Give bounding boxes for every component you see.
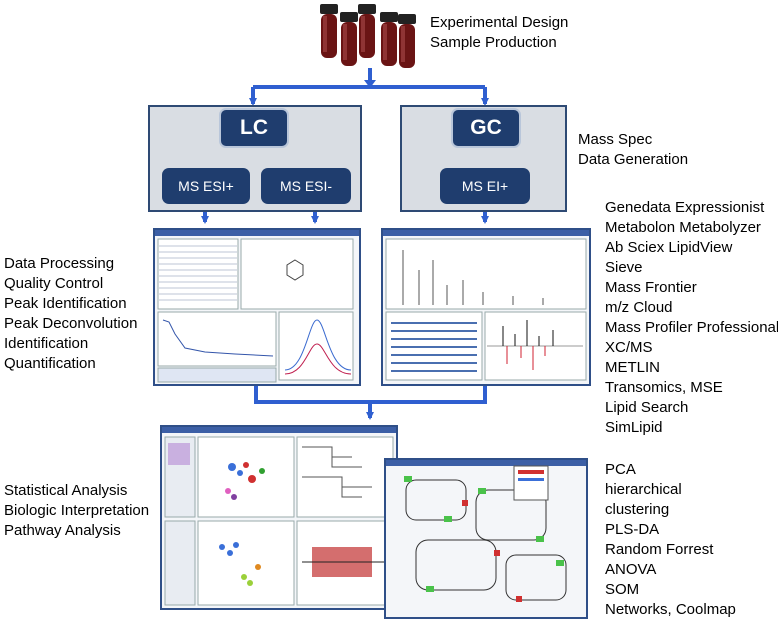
method-item: PCA [605, 461, 636, 478]
statistics-item: Biologic Interpretation [4, 502, 150, 519]
software-item: m/z Cloud [605, 299, 673, 316]
processing-item: Data Processing [4, 255, 115, 272]
method-item: ANOVA [605, 561, 657, 578]
software-item: Genedata Expressionist [605, 199, 765, 216]
software-item: METLIN [605, 359, 661, 376]
software-item: Mass Profiler Professional [605, 319, 778, 336]
processing-item: Quantification [4, 355, 96, 372]
software-item: Metabolon Metabolyzer [605, 219, 761, 236]
gc-node: GC [451, 108, 521, 148]
software-item: Sieve [605, 259, 643, 276]
processing-list: Data Processing Quality Control Peak Ide… [4, 254, 137, 374]
method-item: Networks, Coolmap [605, 601, 736, 618]
method-item: PLS-DA [605, 521, 660, 538]
software-list: Genedata Expressionist Metabolon Metabol… [605, 198, 778, 438]
processing-item: Peak Identification [4, 295, 127, 312]
pathway-screenshot [384, 458, 588, 619]
processing-item: Identification [4, 335, 89, 352]
software-item: Lipid Search [605, 399, 689, 416]
software-item: SimLipid [605, 419, 663, 436]
statistics-screenshot [160, 425, 398, 610]
ms-esi-neg-node: MS ESI- [261, 168, 351, 204]
statistics-item: Pathway Analysis [4, 522, 121, 539]
method-item: Random Forrest [605, 541, 714, 558]
processing-item: Peak Deconvolution [4, 315, 138, 332]
software-item: Transomics, MSE [605, 379, 723, 396]
gc-processing-screenshot [381, 228, 591, 386]
methods-list: PCA hierarchical clustering PLS-DA Rando… [605, 460, 736, 620]
method-item: clustering [605, 501, 670, 518]
lc-node: LC [219, 108, 289, 148]
statistics-list: Statistical Analysis Biologic Interpreta… [4, 481, 149, 541]
ms-esi-pos-node: MS ESI+ [162, 168, 250, 204]
statistics-item: Statistical Analysis [4, 482, 128, 499]
software-item: Ab Sciex LipidView [605, 239, 733, 256]
software-item: Mass Frontier [605, 279, 697, 296]
method-item: hierarchical [605, 481, 682, 498]
lc-processing-screenshot [153, 228, 361, 386]
processing-item: Quality Control [4, 275, 104, 292]
experimental-design-label: Experimental Design Sample Production [430, 14, 569, 51]
method-item: SOM [605, 581, 640, 598]
ms-ei-pos-node: MS EI+ [440, 168, 530, 204]
software-item: XC/MS [605, 339, 653, 356]
mass-spec-label: Mass Spec Data Generation [578, 131, 689, 168]
arrow-merge [254, 382, 487, 418]
